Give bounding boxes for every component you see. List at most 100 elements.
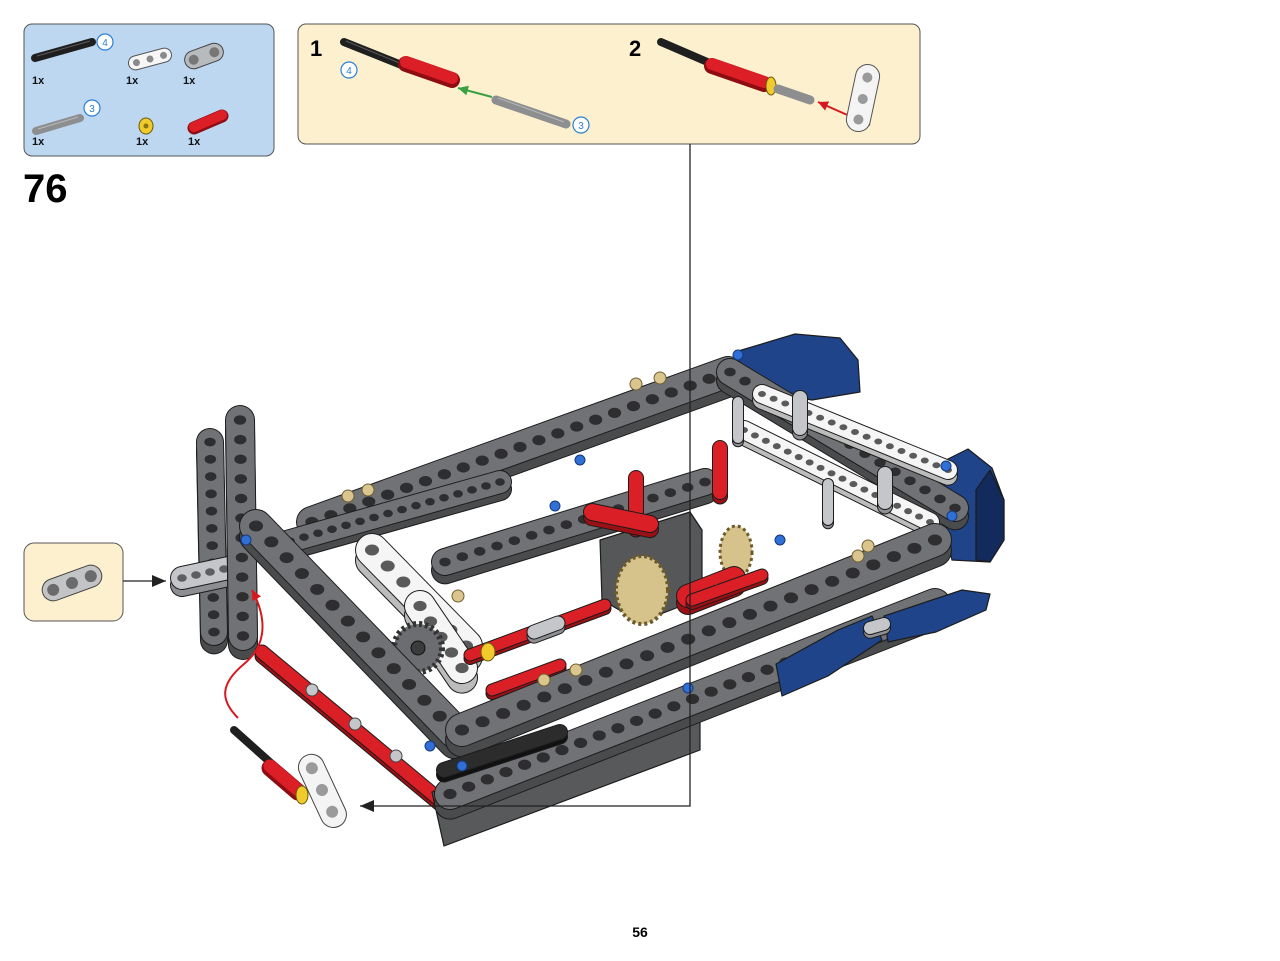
beam-hole xyxy=(897,447,906,455)
tan-gear xyxy=(614,554,670,626)
beam-hole xyxy=(413,600,427,612)
beam-hole xyxy=(578,674,593,686)
beam-hole xyxy=(299,533,309,541)
beam-hole xyxy=(589,414,603,425)
beam-top xyxy=(864,618,890,634)
beam-hole xyxy=(909,452,918,459)
beam-hole xyxy=(851,428,859,436)
beam-hole xyxy=(742,608,757,620)
beam-hole xyxy=(206,523,218,533)
beam-hole xyxy=(356,631,371,643)
beam-hole xyxy=(439,494,449,502)
beam-hole xyxy=(781,400,790,407)
inner-back-beam xyxy=(264,470,512,565)
white-liftarm-icon xyxy=(845,63,881,133)
page-number: 56 xyxy=(632,924,648,940)
beam-hole xyxy=(362,496,376,507)
axle-connector-icon xyxy=(398,56,460,88)
model-front xyxy=(224,144,691,828)
beam-hole xyxy=(397,505,407,514)
beam-hole xyxy=(927,534,943,546)
beam-hole xyxy=(772,443,781,450)
beam-hole xyxy=(645,394,659,405)
beam-hole xyxy=(454,724,470,736)
gray-axle-icon xyxy=(491,95,571,129)
beam-hole xyxy=(432,710,447,722)
length-badge: 3 xyxy=(572,116,590,134)
beam-hole xyxy=(681,633,696,645)
axle-connector-icon xyxy=(704,58,772,92)
beam-hole xyxy=(573,737,588,748)
beam-hole xyxy=(399,482,414,494)
beam-hole xyxy=(219,565,229,573)
beam-hole xyxy=(907,542,922,554)
black-axle-icon xyxy=(340,38,408,70)
beam-hole xyxy=(932,462,941,469)
beam-hole xyxy=(784,592,799,604)
beam-hole xyxy=(380,560,395,572)
blue-pin xyxy=(240,534,252,546)
beam-hole xyxy=(513,441,527,453)
beam-hole xyxy=(499,766,513,778)
beam-hole xyxy=(205,472,217,481)
beam-hole xyxy=(518,759,532,770)
tan-pin xyxy=(451,589,465,603)
red-connector xyxy=(583,503,659,539)
light-gray-bush xyxy=(389,749,403,763)
substep-number: 2 xyxy=(629,36,641,61)
axle-joiner xyxy=(526,615,566,644)
beam-hole xyxy=(874,438,883,445)
beam-hole xyxy=(702,373,716,384)
half-bush-icon xyxy=(765,76,777,96)
beam-hole xyxy=(205,568,215,576)
beam-hole xyxy=(783,448,792,455)
beam-hole xyxy=(340,615,355,627)
light-gray-post xyxy=(863,617,891,639)
beam-hole xyxy=(664,488,677,498)
tan-pin xyxy=(569,663,583,677)
beam-hole xyxy=(396,576,411,588)
beam-hole xyxy=(369,513,379,522)
beam-hole xyxy=(885,443,894,450)
beam-hole xyxy=(555,745,569,756)
beam-hole xyxy=(439,557,451,567)
beam-hole xyxy=(418,475,433,487)
beam-hole xyxy=(543,525,555,535)
left-end-beam xyxy=(239,509,472,760)
beam-hole xyxy=(827,419,836,426)
part-qty: 1x xyxy=(183,75,196,87)
light-gray-beam-icon xyxy=(41,564,103,602)
tan-pin xyxy=(629,377,643,391)
green-arrow xyxy=(457,85,493,98)
blue-side-panel xyxy=(775,615,883,697)
beam-hole xyxy=(560,520,573,530)
beam-hole xyxy=(341,521,351,530)
beam-hole xyxy=(763,600,778,612)
beam-hole xyxy=(699,477,711,487)
tan-pin xyxy=(653,371,667,385)
beam-hole xyxy=(758,390,766,398)
half-bush xyxy=(480,642,496,662)
beam-hole xyxy=(234,454,247,465)
axle-pin-connector-icon xyxy=(184,42,224,70)
beam-hole xyxy=(495,478,505,486)
beam-hole xyxy=(886,551,901,562)
beam-hole xyxy=(701,625,716,637)
beam-hole xyxy=(667,701,681,712)
front-beam xyxy=(445,523,952,758)
vertical-post xyxy=(196,428,228,655)
beam-hole xyxy=(279,552,294,564)
beam-hole xyxy=(862,433,871,440)
beam-hole xyxy=(557,683,572,695)
beam-hole xyxy=(233,415,247,425)
beam-hole xyxy=(769,395,778,402)
beam-hole xyxy=(453,490,463,498)
part-qty: 1x xyxy=(136,136,149,148)
beam-hole xyxy=(611,723,625,734)
beam-hole xyxy=(355,517,365,526)
part-qty: 1x xyxy=(188,136,201,148)
beam-hole xyxy=(904,508,913,515)
beam-hole xyxy=(741,671,756,683)
beam-hole xyxy=(805,459,814,466)
